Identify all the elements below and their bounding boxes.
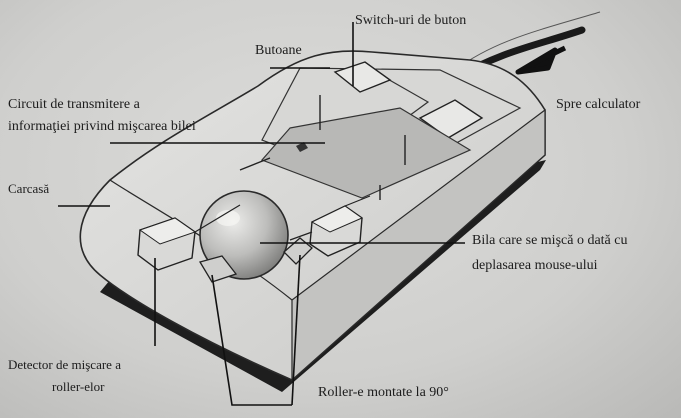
switch-left: [333, 61, 392, 93]
circuit-board: [260, 107, 472, 199]
label-ball-line1: Bila care se mişcă o dată cu: [472, 233, 628, 248]
leader-roller-2: [291, 254, 301, 406]
roller-bottom: [199, 255, 238, 283]
label-detector-line2: roller-elor: [52, 379, 105, 394]
label-to-computer: Spre calculator: [556, 97, 641, 112]
label-case: Carcasă: [8, 181, 50, 196]
ball-highlight: [216, 210, 240, 226]
detector-right-top: [310, 205, 364, 233]
label-switches: Switch-uri de buton: [355, 13, 467, 28]
leader-lines: [58, 22, 465, 406]
label-ball-line2: deplasarea mouse-ului: [472, 258, 598, 273]
roller-wires: [194, 195, 371, 241]
direction-arrow: [515, 45, 567, 75]
case-side: [291, 108, 546, 382]
circuit-wires: [239, 95, 406, 200]
label-buttons: Butoane: [255, 43, 302, 58]
label-circuit-line1: Circuit de transmitere a: [8, 97, 140, 112]
label-circuit-line2: informaţiei privind mişcarea bilei: [8, 119, 196, 134]
leader-roller-1: [211, 274, 292, 406]
circuit-knob: [296, 142, 308, 152]
label-rollers: Roller-e montate la 90°: [318, 385, 449, 400]
label-detector-line1: Detector de mişcare a: [8, 357, 121, 372]
